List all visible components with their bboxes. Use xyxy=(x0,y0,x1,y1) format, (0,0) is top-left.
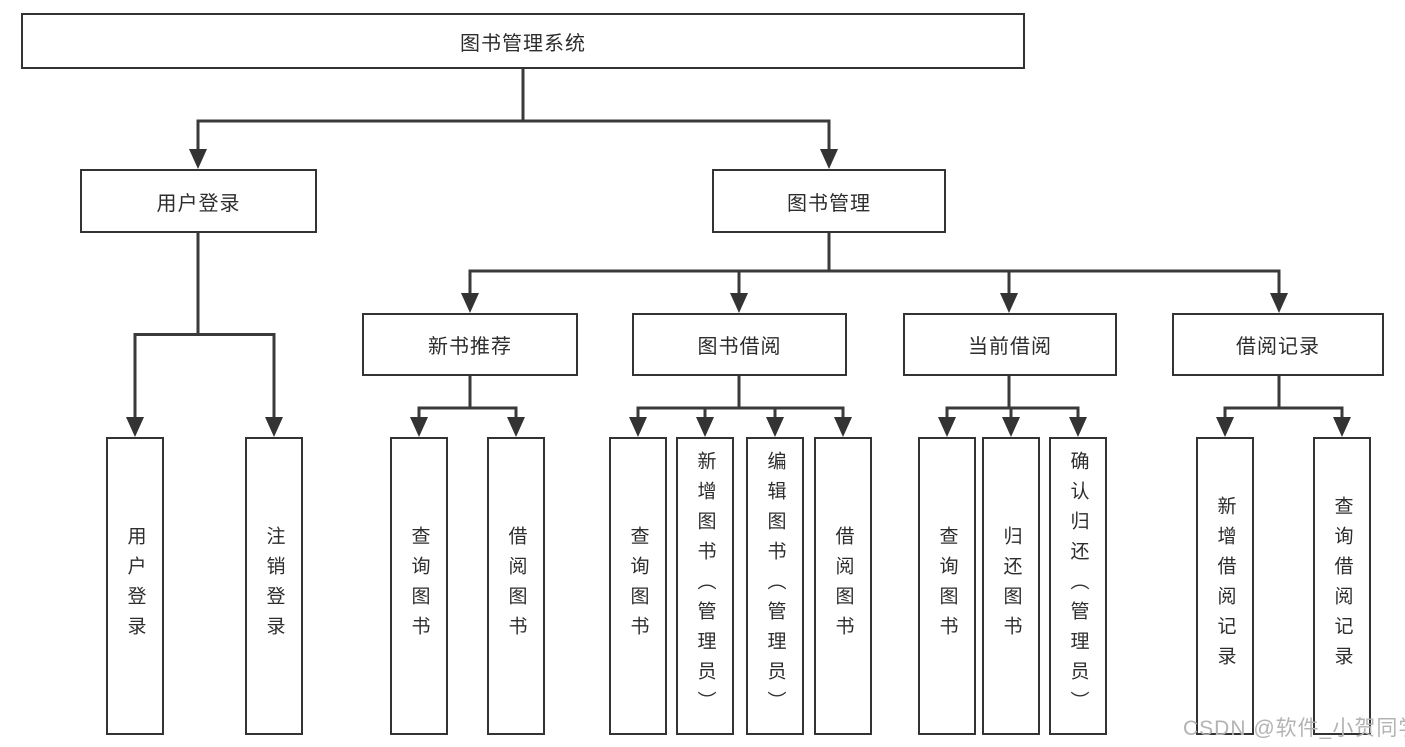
node-label: 用户登录 xyxy=(124,526,146,646)
node-label: 图书管理 xyxy=(787,192,871,215)
leaf-return-book: 归还图书 xyxy=(982,437,1040,735)
leaf-add-borrow-record: 新增借阅记录 xyxy=(1196,437,1254,735)
node-root: 图书管理系统 xyxy=(21,13,1025,69)
node-label: 查询图书 xyxy=(408,526,430,646)
leaf-logout: 注销登录 xyxy=(245,437,303,735)
node-new-book-recommend: 新书推荐 xyxy=(362,313,578,376)
connector xyxy=(196,69,831,152)
connector xyxy=(945,375,1080,420)
connector xyxy=(636,375,845,420)
node-current-borrow: 当前借阅 xyxy=(903,313,1117,376)
node-label: 借阅图书 xyxy=(832,526,854,646)
connector xyxy=(1223,375,1344,420)
connector xyxy=(417,375,518,420)
node-label: 归还图书 xyxy=(1000,526,1022,646)
leaf-borrow-books-1: 借阅图书 xyxy=(487,437,545,735)
node-label: 当前借阅 xyxy=(968,336,1052,358)
node-label: 图书管理系统 xyxy=(460,32,586,55)
arrowhead-icon xyxy=(820,149,838,169)
arrowhead-icon xyxy=(1270,293,1288,313)
node-borrow-records: 借阅记录 xyxy=(1172,313,1384,376)
leaf-user-login: 用户登录 xyxy=(106,437,164,735)
node-label: 借阅图书 xyxy=(505,526,527,646)
arrowhead-icon xyxy=(938,417,956,437)
node-label: 注销登录 xyxy=(263,526,285,646)
arrowhead-icon xyxy=(629,417,647,437)
arrowhead-icon xyxy=(1216,417,1234,437)
leaf-edit-book-admin: 编辑图书（管理员） xyxy=(746,437,804,735)
node-book-borrow: 图书借阅 xyxy=(632,313,847,376)
node-label: 确认归还（管理员） xyxy=(1067,451,1089,721)
arrowhead-icon xyxy=(730,293,748,313)
node-label: 查询图书 xyxy=(936,526,958,646)
leaf-borrow-books-2: 借阅图书 xyxy=(814,437,872,735)
node-label: 查询借阅记录 xyxy=(1331,496,1353,676)
arrowhead-icon xyxy=(1333,417,1351,437)
connector xyxy=(133,233,276,420)
leaf-query-books-2: 查询图书 xyxy=(609,437,667,735)
arrowhead-icon xyxy=(507,417,525,437)
node-label: 新增图书（管理员） xyxy=(694,451,716,721)
arrowhead-icon xyxy=(696,417,714,437)
leaf-query-books-1: 查询图书 xyxy=(390,437,448,735)
leaf-add-book-admin: 新增图书（管理员） xyxy=(676,437,734,735)
arrowhead-icon xyxy=(126,417,144,437)
arrowhead-icon xyxy=(410,417,428,437)
arrowhead-icon xyxy=(766,417,784,437)
node-label: 新书推荐 xyxy=(428,336,512,358)
node-label: 编辑图书（管理员） xyxy=(764,451,786,721)
leaf-query-borrow-record: 查询借阅记录 xyxy=(1313,437,1371,735)
arrowhead-icon xyxy=(265,417,283,437)
leaf-query-books-3: 查询图书 xyxy=(918,437,976,735)
node-label: 新增借阅记录 xyxy=(1214,496,1236,676)
leaf-confirm-return-admin: 确认归还（管理员） xyxy=(1049,437,1107,735)
arrowhead-icon xyxy=(189,149,207,169)
csdn-watermark: CSDN @软件_小贺同学 xyxy=(1183,717,1405,740)
node-label: 图书借阅 xyxy=(697,336,782,358)
connector xyxy=(468,233,1281,296)
arrowhead-icon xyxy=(1000,293,1018,313)
node-label: 借阅记录 xyxy=(1236,336,1320,358)
node-user-login: 用户登录 xyxy=(80,169,317,233)
arrowhead-icon xyxy=(834,417,852,437)
node-label: 查询图书 xyxy=(627,526,649,646)
node-book-management: 图书管理 xyxy=(712,169,946,233)
arrowhead-icon xyxy=(1069,417,1087,437)
arrowhead-icon xyxy=(461,293,479,313)
node-label: 用户登录 xyxy=(156,192,241,215)
arrowhead-icon xyxy=(1002,417,1020,437)
